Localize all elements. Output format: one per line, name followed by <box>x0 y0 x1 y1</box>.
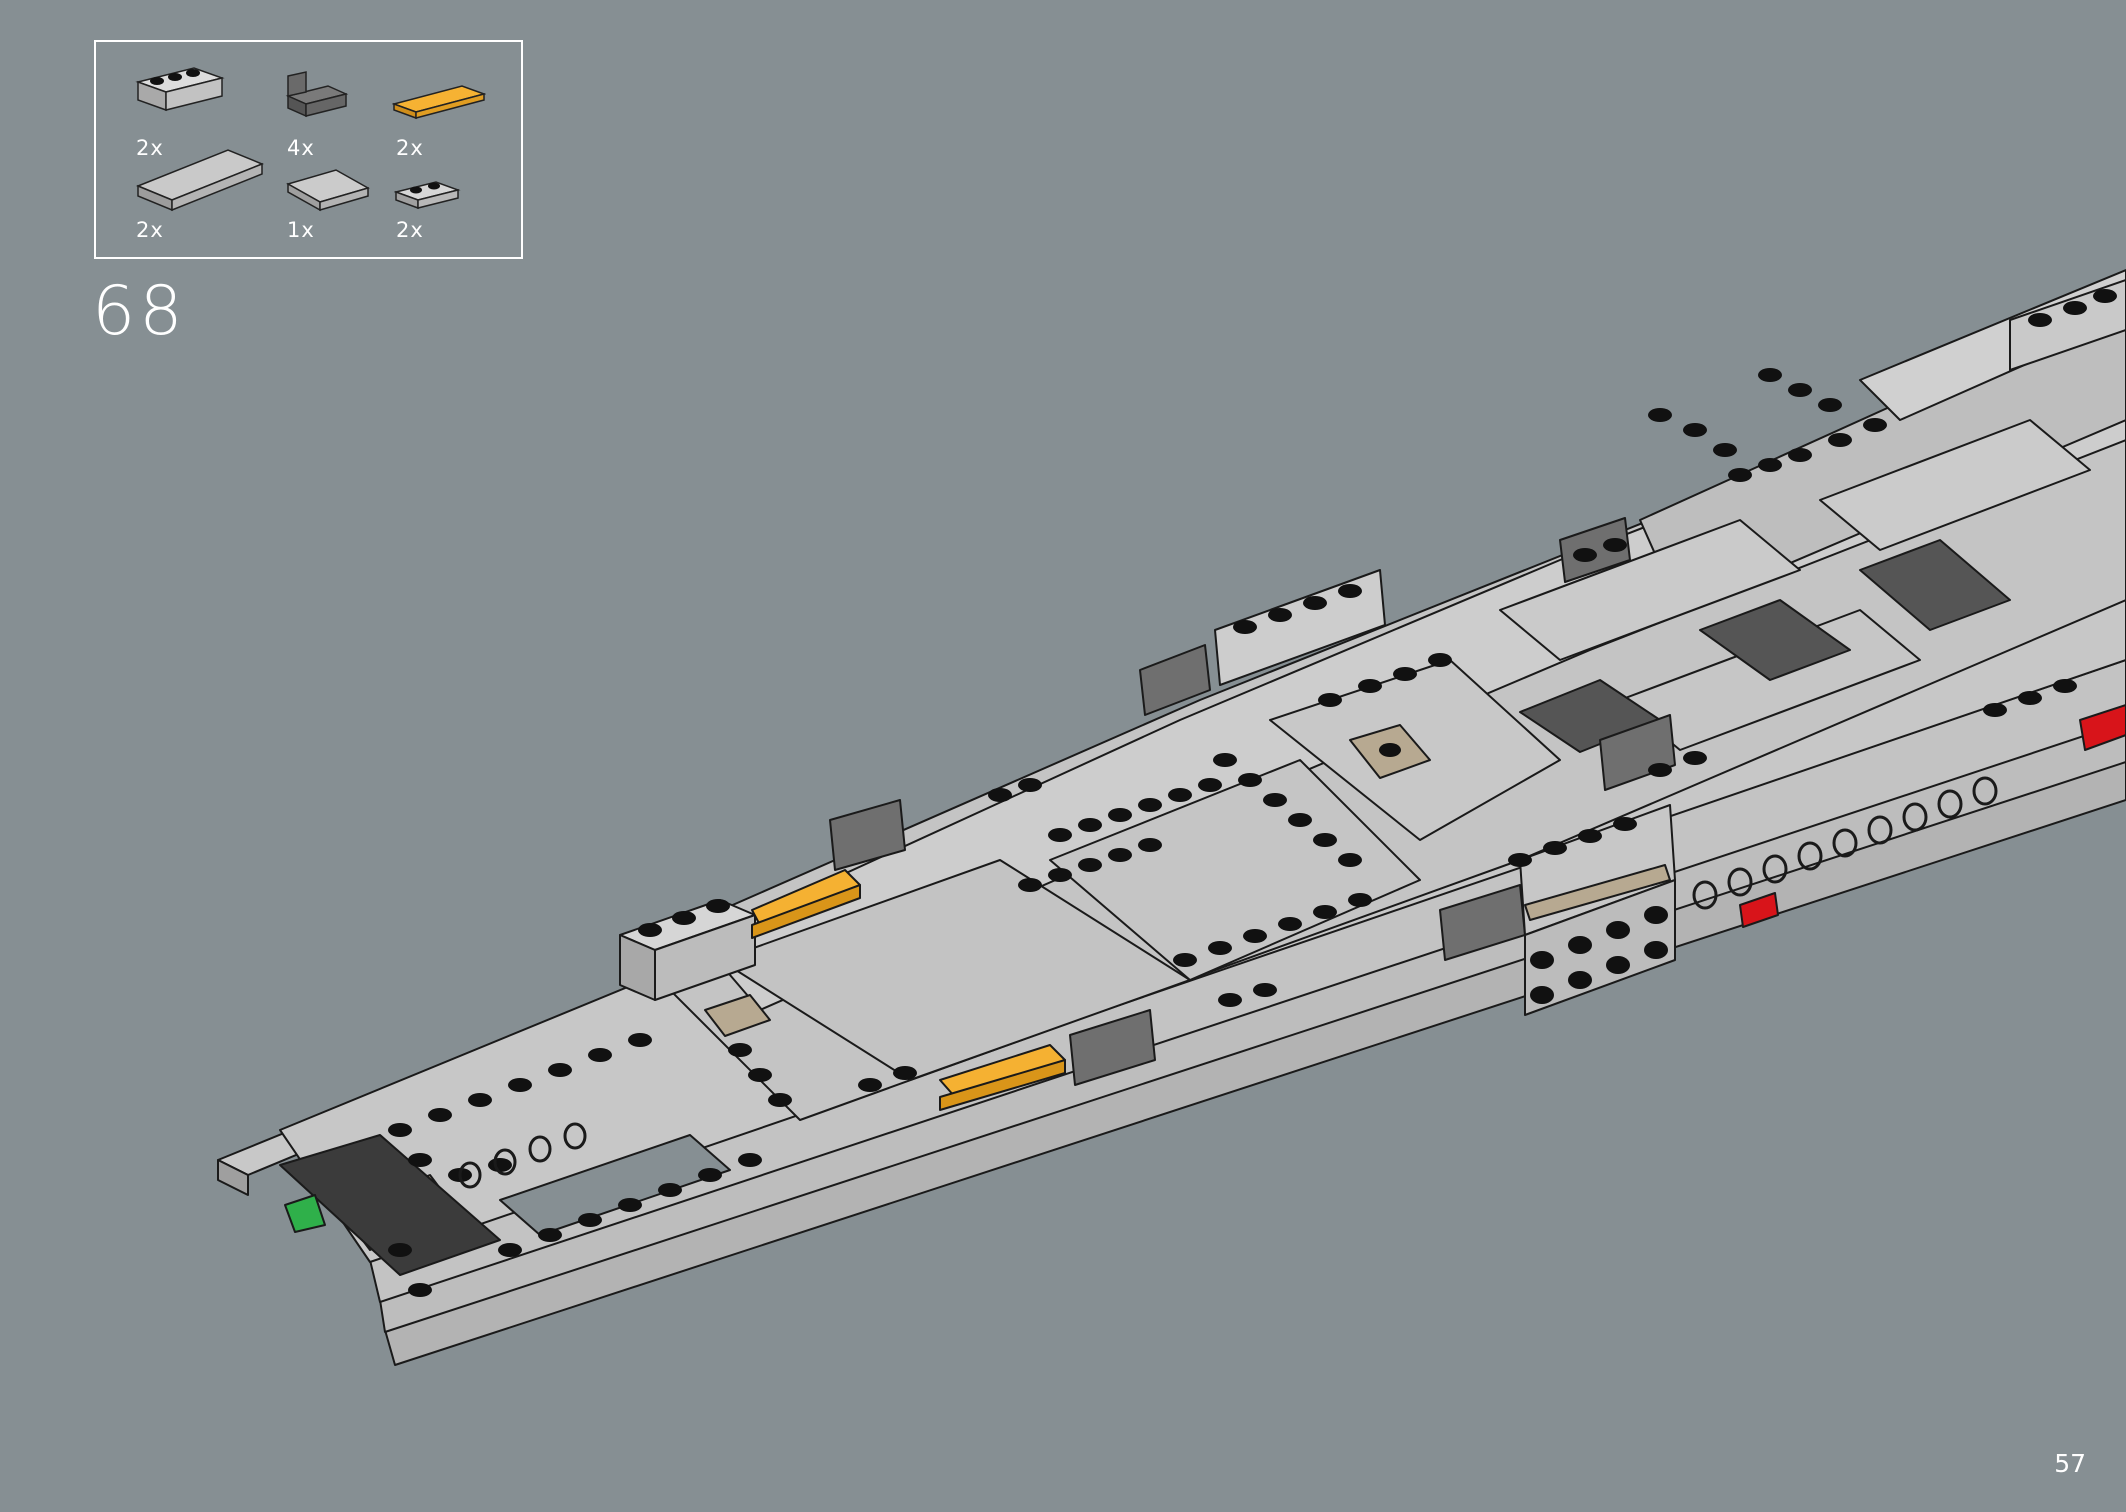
dark-panel <box>1139 644 1211 716</box>
orange-tile <box>939 1059 1066 1111</box>
light-gray-tile-icon <box>286 169 370 212</box>
front-plate <box>217 1159 249 1196</box>
light-gray-small-plate-icon <box>394 181 461 210</box>
deck-tile <box>1819 419 2091 551</box>
quantity-label: 2x <box>396 136 424 160</box>
quantity-label: 1x <box>287 218 315 242</box>
rear-brick <box>2009 279 2126 371</box>
tan-tile <box>704 994 771 1037</box>
red-element <box>1739 892 1779 928</box>
grille-slot <box>1699 599 1851 681</box>
grille-slot <box>1859 539 2011 631</box>
dark-panel <box>829 799 906 871</box>
quantity-label: 2x <box>136 218 164 242</box>
step-number: 68 <box>92 272 187 351</box>
front-brick <box>654 914 756 1001</box>
quantity-label: 2x <box>396 218 424 242</box>
orange-tile <box>751 884 861 939</box>
quantity-label: 4x <box>287 136 315 160</box>
orange-tile-icon <box>392 85 486 120</box>
dark-panel <box>1069 1009 1156 1086</box>
dark-front-plate <box>279 1134 501 1276</box>
raised-brick <box>1214 569 1386 686</box>
parts-list-callout: 2x 4x 2x 2x 1x 2x <box>94 40 523 259</box>
technic-holes <box>458 776 1998 1189</box>
deck-tile <box>1499 519 1801 661</box>
page-number: 57 <box>2054 1449 2086 1478</box>
technic-bricks <box>1524 879 1676 1016</box>
sloped-panel <box>1049 759 1421 981</box>
dark-panel <box>1559 517 1631 583</box>
light-gray-brick-icon <box>135 67 225 112</box>
dark-gray-panel-icon <box>285 71 349 118</box>
light-gray-plate-icon <box>136 149 264 212</box>
quantity-label: 2x <box>136 136 164 160</box>
frame-opening <box>499 1134 731 1236</box>
tan-tile <box>1524 864 1671 921</box>
red-element <box>2079 704 2126 751</box>
studs <box>388 289 2117 1297</box>
green-element <box>284 1194 326 1233</box>
